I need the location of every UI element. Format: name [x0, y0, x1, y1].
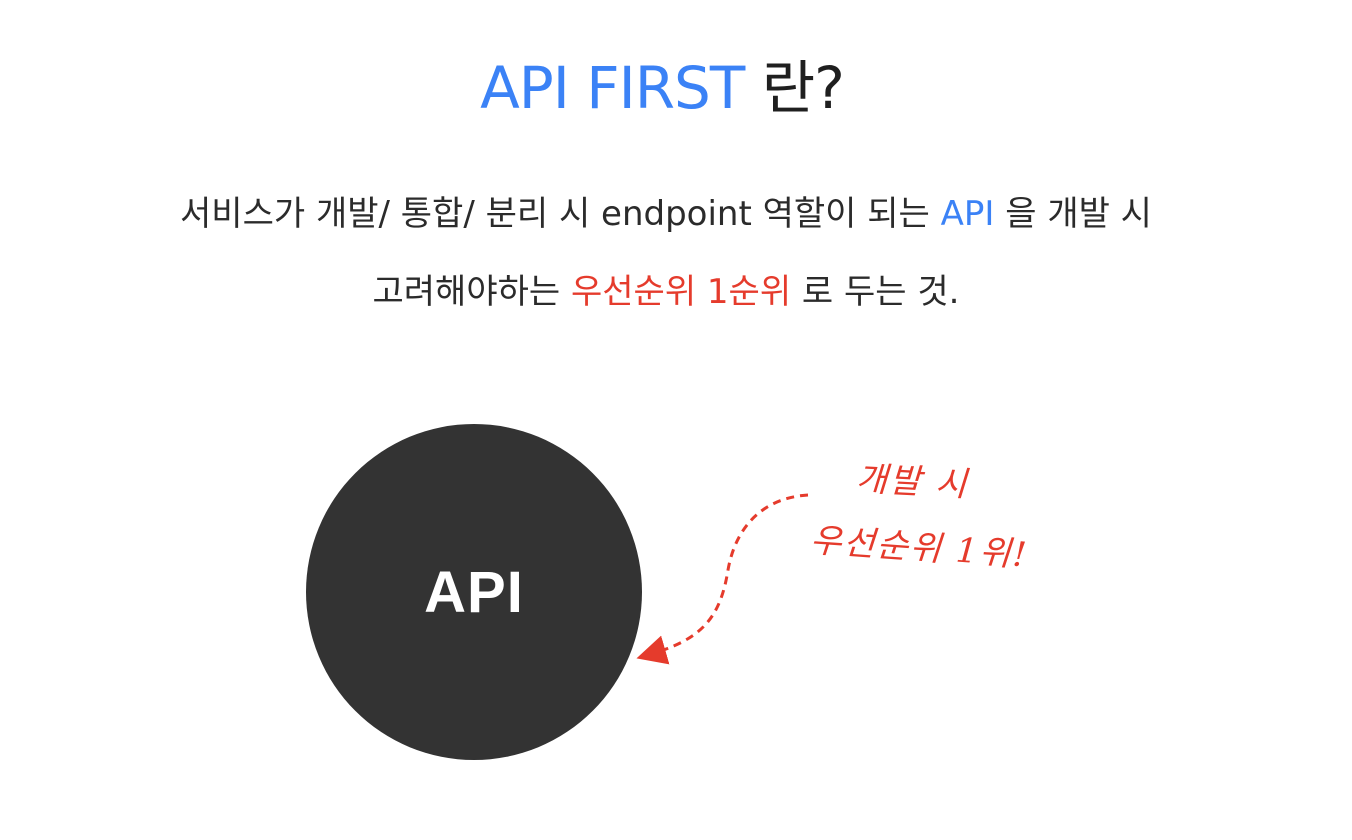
description-priority-highlight: 우선순위 1순위 [571, 272, 792, 312]
description-line-1-before: 서비스가 개발/ 통합/ 분리 시 endpoint 역할이 되는 [180, 194, 941, 234]
page-title: API FIRST 란? [0, 52, 1324, 124]
dashed-arrow-path [636, 493, 809, 665]
title-rest: 란? [761, 54, 845, 122]
description-line-1-after: 을 개발 시 [994, 194, 1152, 234]
description-line-2-before: 고려해야하는 [372, 272, 571, 312]
api-circle-label: API [424, 559, 524, 625]
handwritten-note-line-2: 우선순위 1위! [808, 520, 1030, 576]
title-accent: API FIRST [480, 54, 745, 122]
description-line-2-after: 로 두는 것. [791, 272, 960, 312]
handwritten-note-line-1: 개발 시 [855, 459, 970, 505]
description-api-highlight: API [940, 194, 995, 234]
description-line-1: 서비스가 개발/ 통합/ 분리 시 endpoint 역할이 되는 API 을 … [0, 192, 1332, 236]
api-circle: API [306, 424, 642, 760]
description-line-2: 고려해야하는 우선순위 1순위 로 두는 것. [0, 270, 1332, 314]
